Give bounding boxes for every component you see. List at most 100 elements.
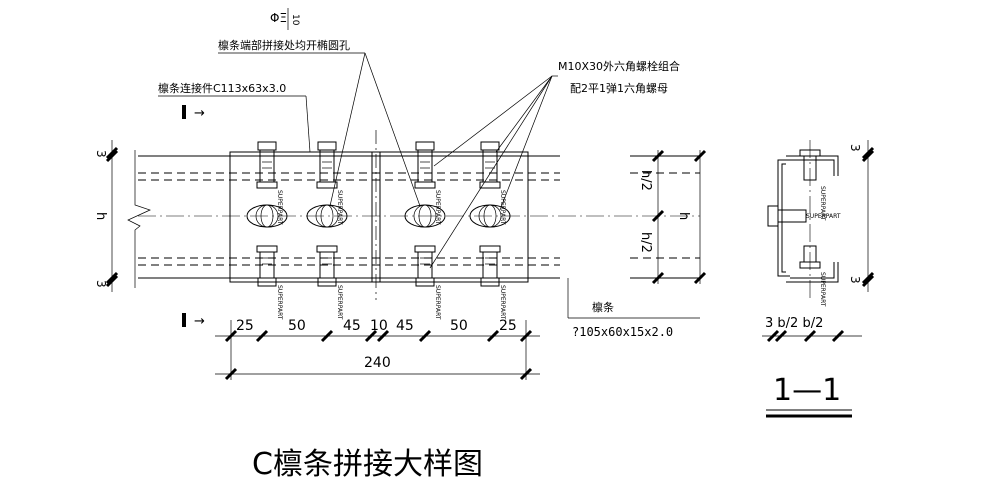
superpart-label: SUPERPART <box>276 285 283 320</box>
sec-dim-bottom-row: 3 b/2 b/2 <box>765 316 823 331</box>
c-section-right-bottom-inner <box>790 262 835 279</box>
c-section-left-inner <box>781 163 786 273</box>
bolt-leader <box>429 75 553 269</box>
sec-dim-bottom-3: 3 <box>848 276 862 284</box>
bolt-bottom-4 <box>479 245 501 287</box>
c-section-right-top-inner <box>790 159 835 176</box>
bolt-leader <box>495 75 553 153</box>
web-bolt-shank <box>777 209 807 223</box>
dim-tick <box>766 329 780 343</box>
web-bolt-head <box>767 205 779 227</box>
dim-tick <box>105 274 119 288</box>
superpart-label: SUPERPART <box>434 190 441 225</box>
dim-h-half-bottom: h/2 <box>638 232 653 253</box>
section-arrow-top: → <box>194 106 205 121</box>
slot-hole-2 <box>306 204 348 228</box>
dim-seg-4: 10 <box>370 318 388 334</box>
dim-bottom-3: 3 <box>94 280 108 288</box>
dim-seg-1: 25 <box>236 318 254 334</box>
dim-tick <box>105 271 119 285</box>
superpart-label: SUPERPART <box>806 213 841 220</box>
dim-seg-5: 45 <box>396 318 414 334</box>
bolt-top-1 <box>256 141 278 189</box>
bolt-leader <box>499 75 553 211</box>
hole-note-leader <box>364 52 421 207</box>
dim-total: 240 <box>364 355 391 371</box>
section-mark-top <box>182 105 186 119</box>
dim-h-left: h <box>93 212 108 220</box>
purlin-spec: ?105x60x15x2.0 <box>572 325 673 339</box>
purlin-label: 檩条 <box>592 300 614 314</box>
dim-tick <box>486 329 500 343</box>
bolt-bottom-3 <box>414 245 436 287</box>
dim-tick <box>105 149 119 163</box>
slot-hole-4 <box>469 204 511 228</box>
dim-tick <box>364 329 378 343</box>
superpart-label: SUPERPART <box>499 285 506 320</box>
c-section-right-top <box>786 155 839 176</box>
break-line <box>127 150 151 288</box>
dim-tick <box>255 329 269 343</box>
connector-note: 檩条连接件C113x63x3.0 <box>158 81 286 95</box>
hole-symbol: ΦΞ <box>270 11 287 25</box>
superpart-label: SUPERPART <box>499 190 506 225</box>
superpart-label: SUPERPART <box>819 272 826 307</box>
dim-tick <box>831 329 845 343</box>
slot-hole-1 <box>246 204 288 228</box>
left-dimensions: 3 h 3 <box>93 140 119 292</box>
superpart-label: SUPERPART <box>819 186 826 221</box>
bottom-dimensions: 25 50 45 10 45 50 25 240 <box>215 318 540 381</box>
dim-tick <box>693 149 707 163</box>
callouts: ΦΞ 10 檩条端部拼接处均开椭圆孔 檩条连接件C113x63x3.0 M10X… <box>158 8 700 339</box>
dim-h-right: h <box>676 212 691 220</box>
dim-tick <box>651 209 665 223</box>
dim-tick <box>320 329 334 343</box>
slot-hole-3 <box>404 204 446 228</box>
dim-tick <box>693 271 707 285</box>
dim-tick <box>418 329 432 343</box>
elevation-view: SUPERPART SUPERPART SUPERPART SUPERPART … <box>127 105 700 329</box>
dim-tick <box>861 149 875 163</box>
bolt-note-1: M10X30外六角螺栓组合 <box>558 59 680 73</box>
bolt-top-3 <box>414 141 436 189</box>
dim-top-3: 3 <box>94 150 108 158</box>
section-mark-bottom <box>182 313 186 327</box>
c-section-right-bottom <box>786 262 839 283</box>
drawing-title: C檩条拼接大样图 <box>252 447 483 482</box>
dim-tick <box>105 146 119 160</box>
dim-tick <box>803 329 817 343</box>
superpart-label: SUPERPART <box>434 285 441 320</box>
dim-tick <box>861 274 875 288</box>
bolt-note-2: 配2平1弹1六角螺母 <box>570 81 668 95</box>
dim-seg-2: 50 <box>288 318 306 334</box>
connector-plate <box>229 151 529 283</box>
dim-tick <box>376 329 390 343</box>
superpart-label: SUPERPART <box>336 190 343 225</box>
superpart-label: SUPERPART <box>276 190 283 225</box>
bolt-bottom-2 <box>316 245 338 287</box>
hole-spec: 10 <box>290 14 300 26</box>
bolt-leader <box>433 75 553 167</box>
dim-seg-3: 45 <box>343 318 361 334</box>
right-dimensions: h/2 h/2 h <box>638 149 707 285</box>
dim-tick <box>861 271 875 285</box>
dim-tick <box>774 329 788 343</box>
bolt-top-2 <box>316 141 338 189</box>
dim-seg-6: 50 <box>450 318 468 334</box>
connector-leader <box>305 95 311 153</box>
dim-seg-7: 25 <box>499 318 517 334</box>
bolt-bottom-1 <box>256 245 278 287</box>
section-label: 1—1 <box>773 373 841 408</box>
section-1-1-view: SUPERPART SUPERPART SUPERPART 3 3 3 b/2 … <box>762 140 875 418</box>
superpart-label: SUPERPART <box>336 285 343 320</box>
section-arrow-bottom: → <box>194 314 205 329</box>
c-section-left <box>777 159 790 277</box>
hole-note-leader <box>329 52 366 207</box>
bolt-top-4 <box>479 141 501 189</box>
dim-tick <box>651 149 665 163</box>
dim-tick <box>861 146 875 160</box>
hole-note: 檩条端部拼接处均开椭圆孔 <box>218 38 350 52</box>
dim-tick <box>651 271 665 285</box>
dim-h-half-top: h/2 <box>638 170 653 191</box>
